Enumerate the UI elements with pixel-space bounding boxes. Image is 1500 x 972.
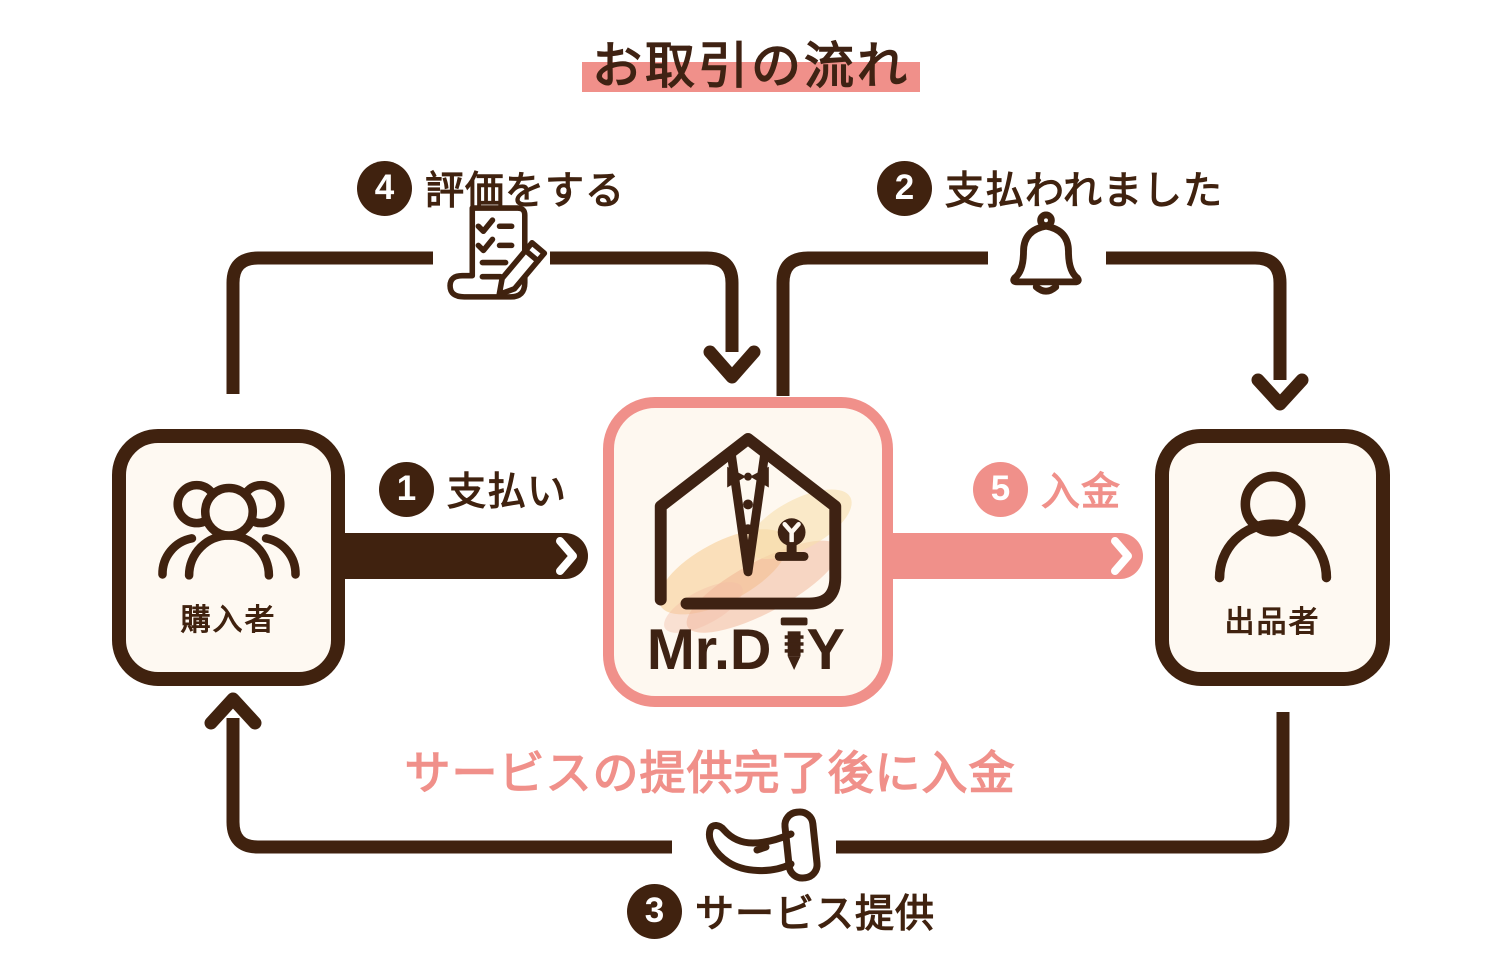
step-label-payment: 1 支払い (379, 461, 567, 517)
logo-text-left: Mr.D (647, 618, 772, 681)
seller-box: 出品者 (1155, 429, 1390, 686)
deposit-caption: サービスの提供完了後に入金 (404, 747, 1016, 799)
step-number-badge: 4 (357, 160, 412, 216)
checklist-pencil-icon (447, 205, 548, 300)
chevron-right-icon (556, 537, 577, 575)
tuxedo-lapels (726, 448, 770, 577)
step-number-badge: 2 (877, 160, 932, 216)
bell-icon (1010, 211, 1082, 295)
buyer-label: 購入者 (180, 604, 277, 637)
step-number-badge: 5 (973, 461, 1028, 517)
people-group-icon (157, 480, 300, 580)
screw-icon (780, 617, 808, 671)
tuxedo-buttons (743, 499, 753, 559)
step-label-service: 3 サービス提供 (627, 883, 935, 939)
platform-box: Mr.D Y (603, 397, 893, 707)
payment-arrow-band (330, 533, 588, 579)
connector-service-right (836, 712, 1290, 854)
page-title: お取引の流れ (592, 38, 910, 94)
arrowhead-down-seller (1251, 373, 1309, 411)
step-label-rating: 4 評価をする (357, 160, 625, 216)
step-label-paid-notice: 2 支払われました (877, 160, 1223, 216)
wrench-icon (774, 518, 809, 561)
step-label-deposit: 5 入金 (973, 461, 1121, 517)
connector-rate-right (550, 251, 739, 352)
seller-label: 出品者 (1224, 606, 1321, 639)
arrowhead-down-platform (703, 345, 761, 384)
title-highlight-bar (582, 62, 920, 92)
person-icon (1214, 471, 1331, 583)
offering-hand-icon (705, 808, 821, 882)
house-outline (654, 433, 842, 610)
connector-paid-right (1106, 251, 1287, 380)
tuxedo-house-logo: Mr.D Y (647, 433, 852, 681)
bow-tie-icon (727, 466, 769, 488)
step-number-badge: 1 (379, 461, 434, 517)
arrowhead-up-buyer (204, 692, 262, 730)
buyer-box: 購入者 (112, 429, 345, 686)
connector-rate-left (226, 251, 433, 394)
connector-paid-left (776, 251, 988, 396)
deposit-arrow-band (882, 533, 1143, 579)
chevron-right-icon (1111, 537, 1132, 575)
connector-service-left (226, 718, 672, 854)
step-number-badge: 3 (627, 883, 682, 939)
logo-text-right: Y (807, 618, 845, 681)
